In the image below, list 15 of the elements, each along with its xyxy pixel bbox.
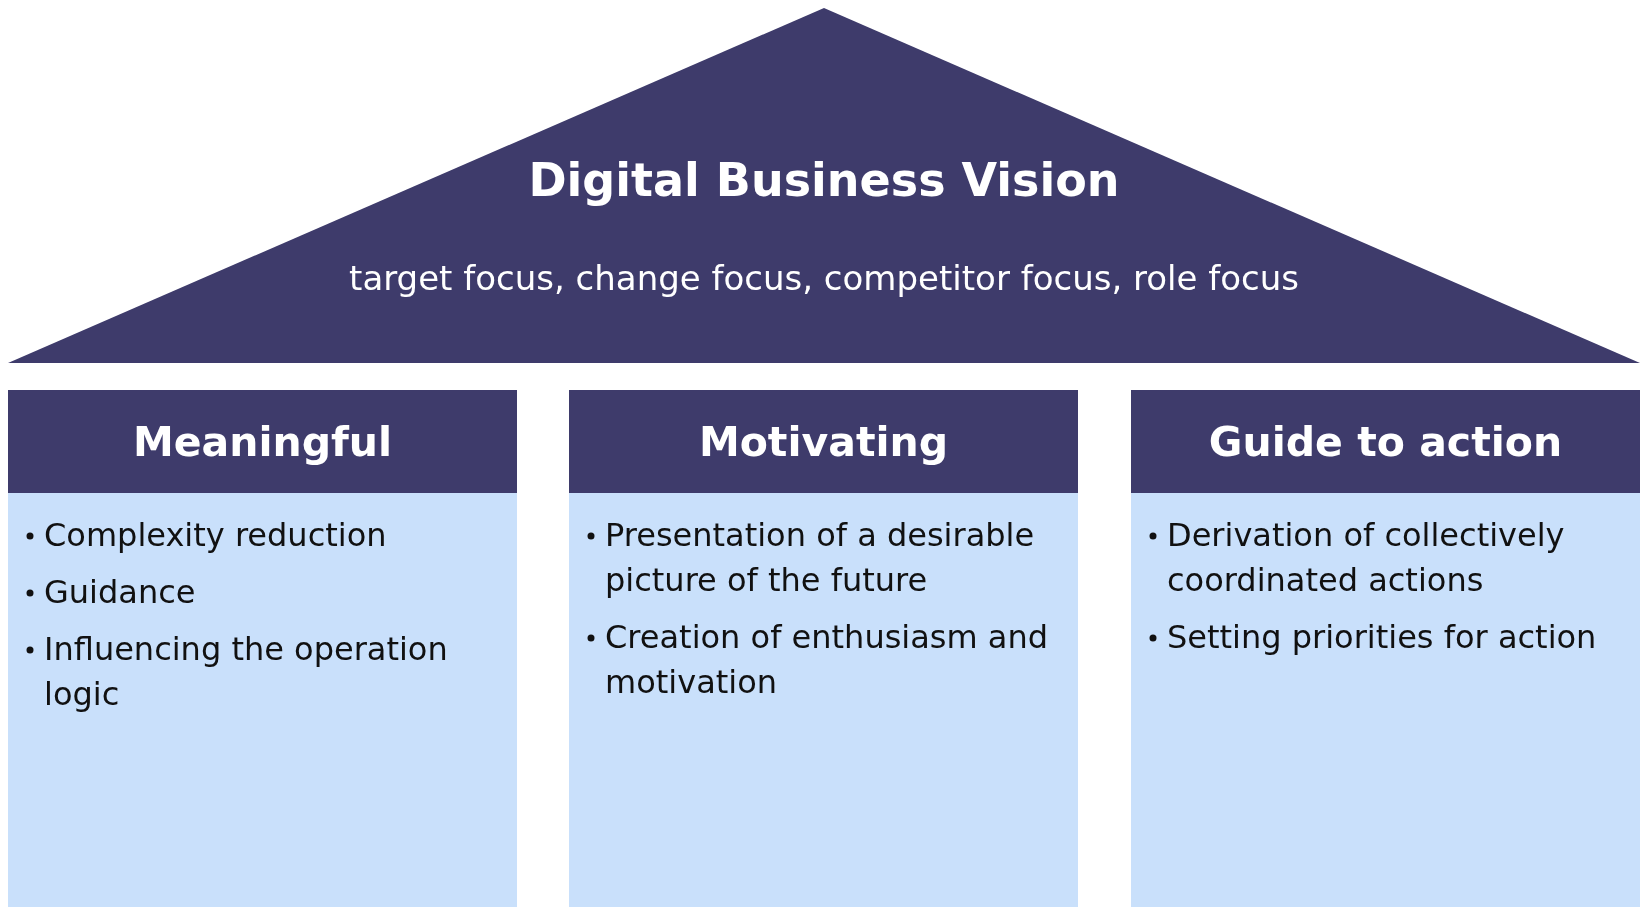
bullet-item: Setting priorities for action [1167, 618, 1597, 656]
pillar-panel [569, 390, 1078, 907]
bullet-item: Creation of enthusiasm and motivation [605, 618, 1049, 701]
pillar-title: Meaningful [132, 417, 393, 466]
pillar-title: Guide to action [1208, 417, 1563, 466]
pillar-title: Motivating [698, 417, 949, 466]
pillar-panel [8, 390, 517, 907]
vision-subtitle: target focus, change focus, competitor focus, role focus [349, 258, 1299, 298]
bullet-item: Derivation of collectively coordinated actions [1167, 516, 1565, 599]
bullet-item: Complexity reduction [44, 516, 387, 554]
bullet-item: Presentation of a desirable picture of the future [605, 516, 1035, 599]
bullet-item: Influencing the operation logic [44, 630, 448, 713]
pillar-panel [1131, 390, 1640, 907]
vision-title: Digital Business Vision [528, 153, 1120, 207]
bullet-item: Guidance [44, 573, 196, 611]
